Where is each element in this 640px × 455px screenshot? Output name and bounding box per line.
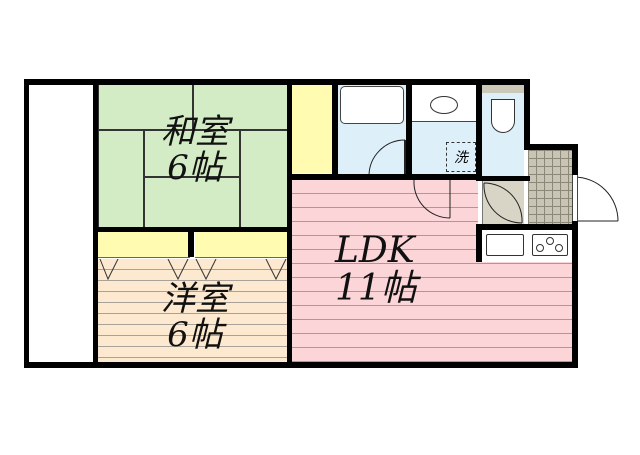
room-ldk-size: 11帖 xyxy=(335,267,417,309)
room-youshitsu xyxy=(98,259,288,363)
kitchen-counter xyxy=(482,230,572,262)
balcony xyxy=(24,80,98,368)
washing-machine: 洗 xyxy=(446,142,476,172)
burner-icon xyxy=(536,244,544,252)
closet-right xyxy=(195,232,287,258)
wall xyxy=(188,227,194,257)
washbasin xyxy=(430,96,458,114)
wall xyxy=(476,79,482,180)
burner-icon xyxy=(555,244,563,252)
wall xyxy=(524,144,578,150)
toilet-tank xyxy=(482,83,524,93)
washer-label: 洗 xyxy=(454,150,468,166)
kitchen-sink xyxy=(486,234,524,256)
burner-icon xyxy=(546,237,554,245)
wall xyxy=(572,144,578,368)
tatami-mat xyxy=(98,130,144,229)
room-youshitsu-name: 洋室 xyxy=(161,279,229,319)
room-ldk-label: LDK 11帖 xyxy=(335,232,445,308)
closet-left xyxy=(98,232,190,258)
stove xyxy=(532,234,568,256)
wall xyxy=(292,174,476,180)
closet-tall xyxy=(292,85,332,173)
room-ldk-name: LDK xyxy=(335,230,415,271)
wall xyxy=(24,79,29,368)
bathroom xyxy=(338,84,408,174)
wall xyxy=(476,176,530,181)
wall xyxy=(476,224,482,262)
entrance-door-gap xyxy=(572,175,578,221)
entrance xyxy=(528,150,572,226)
wall xyxy=(476,79,530,85)
bathroom-door xyxy=(368,139,406,176)
wall xyxy=(476,224,578,230)
storage-door xyxy=(483,182,523,224)
ldk-door xyxy=(413,179,451,219)
bathtub xyxy=(340,86,404,124)
wall xyxy=(24,79,478,85)
wall xyxy=(93,84,98,368)
entrance-door xyxy=(574,176,619,222)
room-washitsu-name: 和室 xyxy=(161,112,229,152)
room-washitsu-size: 6帖 xyxy=(167,147,223,188)
room-youshitsu-label: 洋室 6帖 xyxy=(140,279,250,355)
wall xyxy=(332,84,338,180)
wall xyxy=(524,79,530,149)
toilet-room xyxy=(482,83,524,176)
toilet-bowl xyxy=(491,99,515,133)
wall xyxy=(24,362,578,368)
wall xyxy=(406,84,412,180)
room-youshitsu-size: 6帖 xyxy=(167,314,223,355)
tatami-mat xyxy=(144,130,240,177)
washroom: 洗 xyxy=(412,84,476,174)
closet-door-arrows xyxy=(99,259,287,281)
room-washitsu-label: 和室 6帖 xyxy=(140,112,250,188)
wall xyxy=(287,84,292,368)
